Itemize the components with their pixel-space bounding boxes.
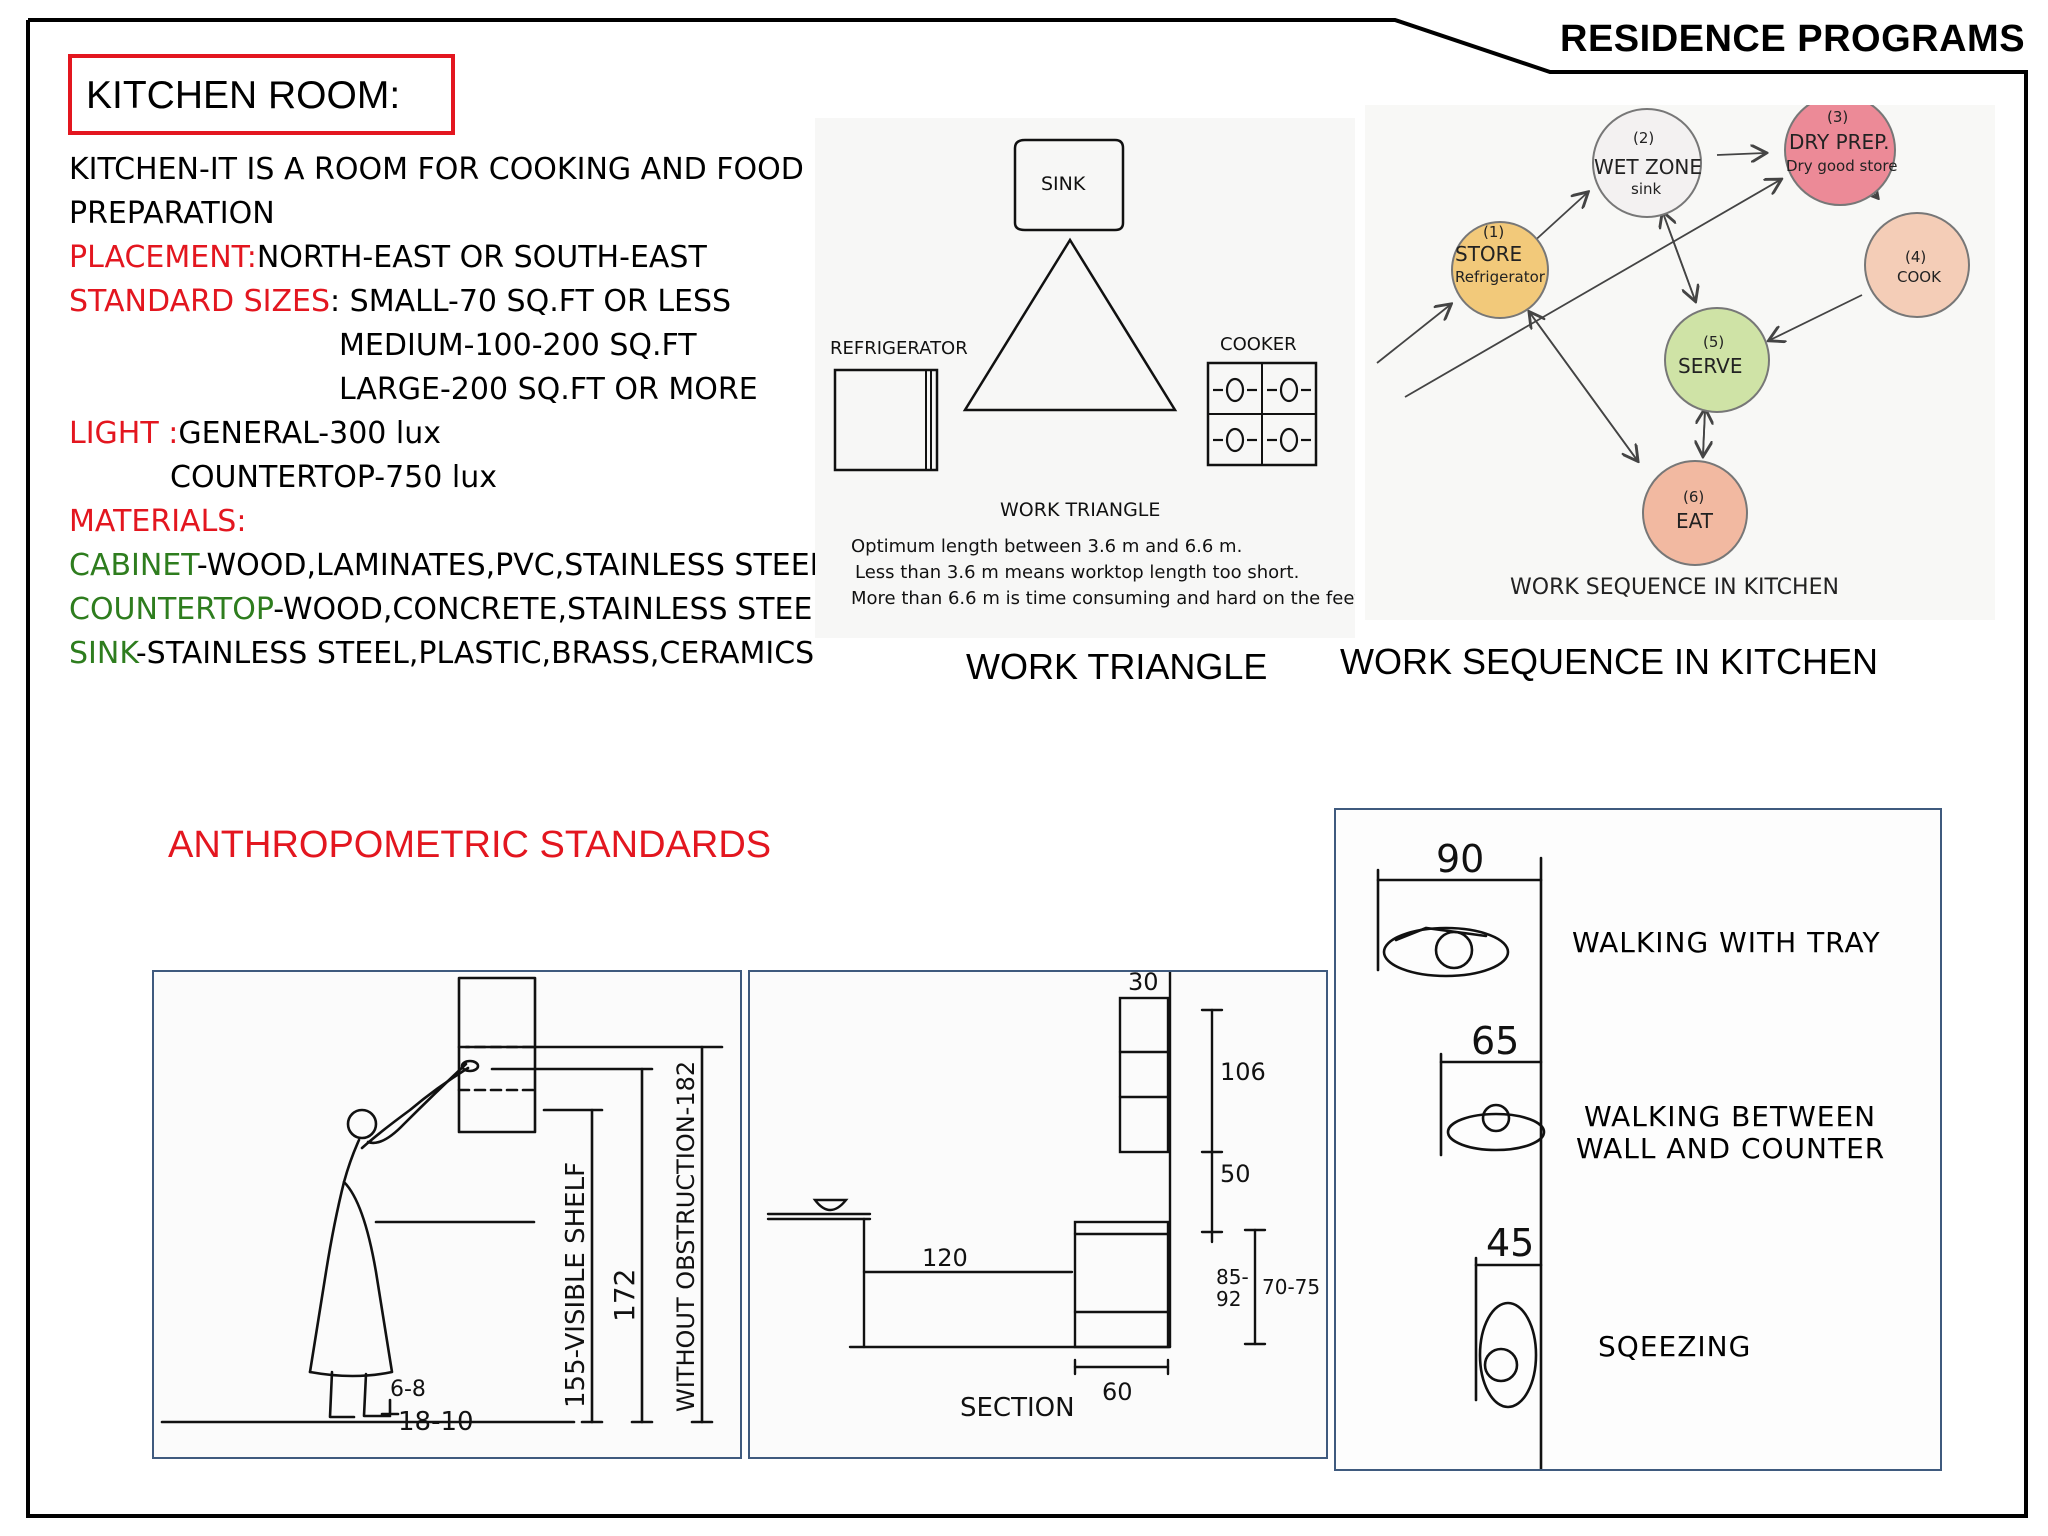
sizes-small: : SMALL-70 SQ.FT OR LESS [330, 284, 732, 319]
work-sequence-title: WORK SEQUENCE IN KITCHEN [1510, 575, 1839, 600]
light-label: LIGHT : [69, 416, 179, 451]
svg-text:(5): (5) [1703, 333, 1724, 351]
bubble-wet-zone: (2) WET ZONE sink [1592, 108, 1702, 218]
bubble-serve: (5) SERVE [1664, 307, 1770, 413]
bubble-dry-prep: (3) DRY PREP. Dry good store [1784, 105, 1897, 206]
svg-text:SERVE: SERVE [1678, 354, 1742, 378]
walking-between-label-2: WALL AND COUNTER [1576, 1132, 1886, 1165]
cooker-burners [1213, 377, 1311, 453]
dim-toe-depth: 18-10 [398, 1407, 474, 1437]
dim-120: 120 [922, 1244, 968, 1272]
svg-text:(4): (4) [1905, 248, 1926, 266]
walking-tray-label: WALKING WITH TRAY [1572, 926, 1881, 959]
cooker-label: COOKER [1220, 334, 1297, 355]
section-panel: 30 106 50 120 85- 92 70-75 60 SECTION [748, 968, 1328, 1459]
svg-text:(6): (6) [1683, 488, 1704, 506]
kitchen-info-block: KITCHEN-IT IS A ROOM FOR COOKING AND FOO… [69, 148, 829, 676]
svg-text:(2): (2) [1633, 129, 1654, 147]
materials-label: MATERIALS: [69, 504, 247, 539]
dim-90: 90 [1436, 837, 1484, 881]
dim-45: 45 [1486, 1221, 1534, 1265]
refrigerator-label: REFRIGERATOR [830, 338, 968, 359]
placement-row: PLACEMENT:NORTH-EAST OR SOUTH-EAST [69, 236, 829, 280]
sizes-row: STANDARD SIZES: SMALL-70 SQ.FT OR LESS [69, 280, 829, 324]
refrigerator-box [833, 368, 939, 472]
sizes-large: LARGE-200 SQ.FT OR MORE [339, 372, 758, 407]
dim-50: 50 [1220, 1160, 1251, 1188]
light-row: LIGHT :GENERAL-300 lux [69, 412, 829, 456]
work-triangle-title: WORK TRIANGLE [1000, 499, 1160, 521]
dim-60: 60 [1102, 1378, 1133, 1406]
sink-value: -STAINLESS STEEL,PLASTIC,BRASS,CERAMICS [135, 636, 815, 671]
triangle-shape [962, 237, 1178, 412]
svg-text:WET ZONE: WET ZONE [1594, 155, 1702, 179]
dim-85-92-bottom: 92 [1216, 1287, 1241, 1311]
section-sketch: 30 106 50 120 85- 92 70-75 60 SECTION [766, 968, 1320, 1423]
reach-height-panel: 6-8 18-10 155-VISIBLE SHELF 172 WITHOUT … [152, 970, 742, 1459]
countertop-value: -WOOD,CONCRETE,STAINLESS STEEL [273, 592, 830, 627]
placement-label: PLACEMENT: [69, 240, 257, 275]
dim-172: 172 [608, 1269, 641, 1322]
sizes-medium: MEDIUM-100-200 SQ.FT [339, 328, 697, 363]
work-triangle-diagram: SINK REFRIGERATOR COOKER WORK TRIANGLE O… [815, 118, 1355, 638]
definition-line-2: PREPARATION [69, 196, 275, 231]
sink-label: SINK [69, 636, 136, 671]
anthropometric-heading: ANTHROPOMETRIC STANDARDS [168, 824, 772, 866]
svg-text:STORE: STORE [1455, 242, 1522, 266]
dim-85-92-top: 85- [1216, 1265, 1249, 1289]
sink-box [1013, 138, 1125, 232]
work-triangle-caption: WORK TRIANGLE [966, 646, 1268, 687]
dim-visible-shelf: 155-VISIBLE SHELF [561, 1162, 591, 1408]
section-label: SECTION [960, 1393, 1075, 1423]
sheet-title: RESIDENCE PROGRAMS [1560, 18, 2026, 60]
dim-30: 30 [1128, 972, 1159, 996]
cabinet-value: -WOOD,LAMINATES,PVC,STAINLESS STEEI [196, 548, 819, 583]
bubble-cook: (4) COOK [1864, 212, 1970, 318]
circulation-panel: 90 65 45 WALKING WITH TRAY WALKING BETWE… [1334, 808, 1942, 1471]
cabinet-row: CABINET-WOOD,LAMINATES,PVC,STAINLESS STE… [69, 544, 829, 588]
dim-toe-height: 6-8 [390, 1377, 426, 1402]
section-title: KITCHEN ROOM: [86, 74, 401, 117]
work-triangle-note-2: Less than 3.6 m means worktop length too… [855, 562, 1299, 583]
section-title-box: KITCHEN ROOM: [68, 54, 455, 135]
svg-text:Refrigerator: Refrigerator [1455, 268, 1546, 286]
dim-65: 65 [1471, 1019, 1519, 1063]
sizes-label: STANDARD SIZES [69, 284, 331, 319]
squeezing-label: SQEEZING [1598, 1330, 1752, 1363]
walking-between-label-1: WALKING BETWEEN [1584, 1100, 1877, 1133]
svg-text:(1): (1) [1483, 223, 1504, 241]
bubble-eat: (6) EAT [1642, 460, 1748, 566]
svg-text:EAT: EAT [1676, 509, 1714, 533]
circulation-sketch: 90 65 45 [1376, 837, 1546, 1471]
svg-text:DRY PREP.: DRY PREP. [1789, 130, 1890, 154]
light-countertop: COUNTERTOP-750 lux [170, 460, 497, 495]
work-sequence-caption: WORK SEQUENCE IN KITCHEN [1340, 641, 1879, 682]
svg-text:Dry good store: Dry good store [1786, 157, 1897, 175]
work-sequence-diagram: (1) STORE Refrigerator (2) WET ZONE sink… [1365, 105, 1995, 620]
svg-text:(3): (3) [1827, 108, 1848, 126]
reach-height-sketch: 6-8 18-10 155-VISIBLE SHELF 172 WITHOUT … [160, 976, 724, 1437]
definition-line-1: KITCHEN-IT IS A ROOM FOR COOKING AND FOO… [69, 152, 804, 187]
sink-row: SINK-STAINLESS STEEL,PLASTIC,BRASS,CERAM… [69, 632, 829, 676]
light-general: GENERAL-300 lux [178, 416, 442, 451]
sink-label: SINK [1041, 173, 1086, 195]
svg-text:sink: sink [1631, 180, 1661, 198]
dim-70-75: 70-75 [1262, 1275, 1320, 1299]
dim-without-obstruction: WITHOUT OBSTRUCTION-182 [672, 1061, 700, 1412]
placement-value: NORTH-EAST OR SOUTH-EAST [256, 240, 707, 275]
work-triangle-note-1: Optimum length between 3.6 m and 6.6 m. [851, 536, 1242, 557]
bubble-store: (1) STORE Refrigerator [1451, 221, 1549, 319]
work-triangle-note-3: More than 6.6 m is time consuming and ha… [851, 588, 1355, 609]
countertop-label: COUNTERTOP [69, 592, 274, 627]
countertop-row: COUNTERTOP-WOOD,CONCRETE,STAINLESS STEEL [69, 588, 829, 632]
cabinet-label: CABINET [69, 548, 197, 583]
svg-text:COOK: COOK [1897, 268, 1942, 286]
dim-106: 106 [1220, 1058, 1266, 1086]
